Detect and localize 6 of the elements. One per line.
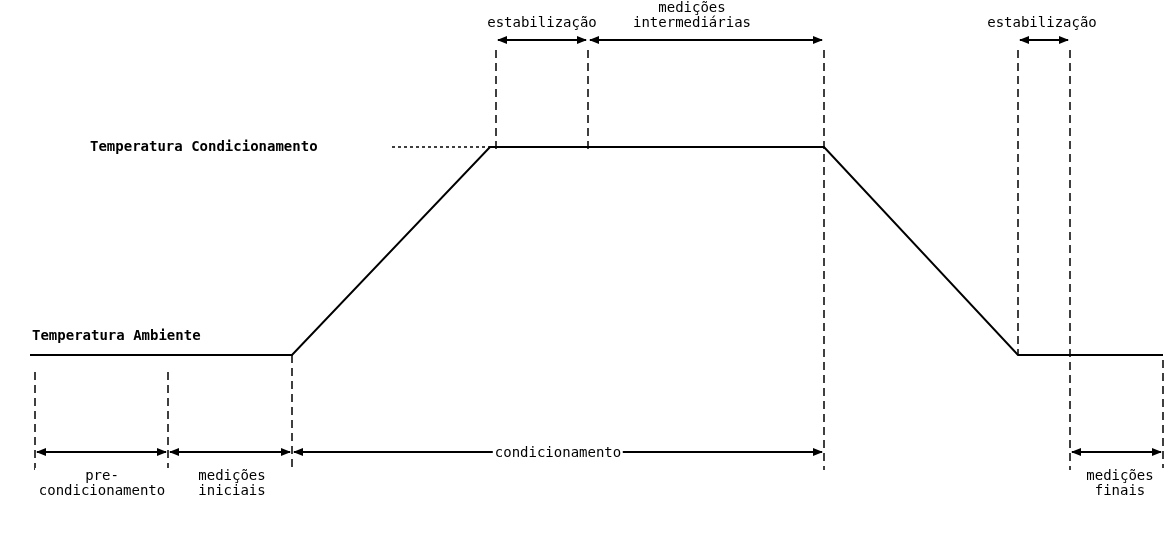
temperature-label: Temperatura Ambiente — [30, 328, 203, 343]
phase-label: condicionamento — [492, 445, 624, 460]
phase-label: estabilização — [985, 15, 1099, 30]
phase-label: estabilização — [485, 15, 599, 30]
phase-label: pre- condicionamento — [35, 468, 169, 498]
temperature-label: Temperatura Condicionamento — [88, 139, 320, 154]
